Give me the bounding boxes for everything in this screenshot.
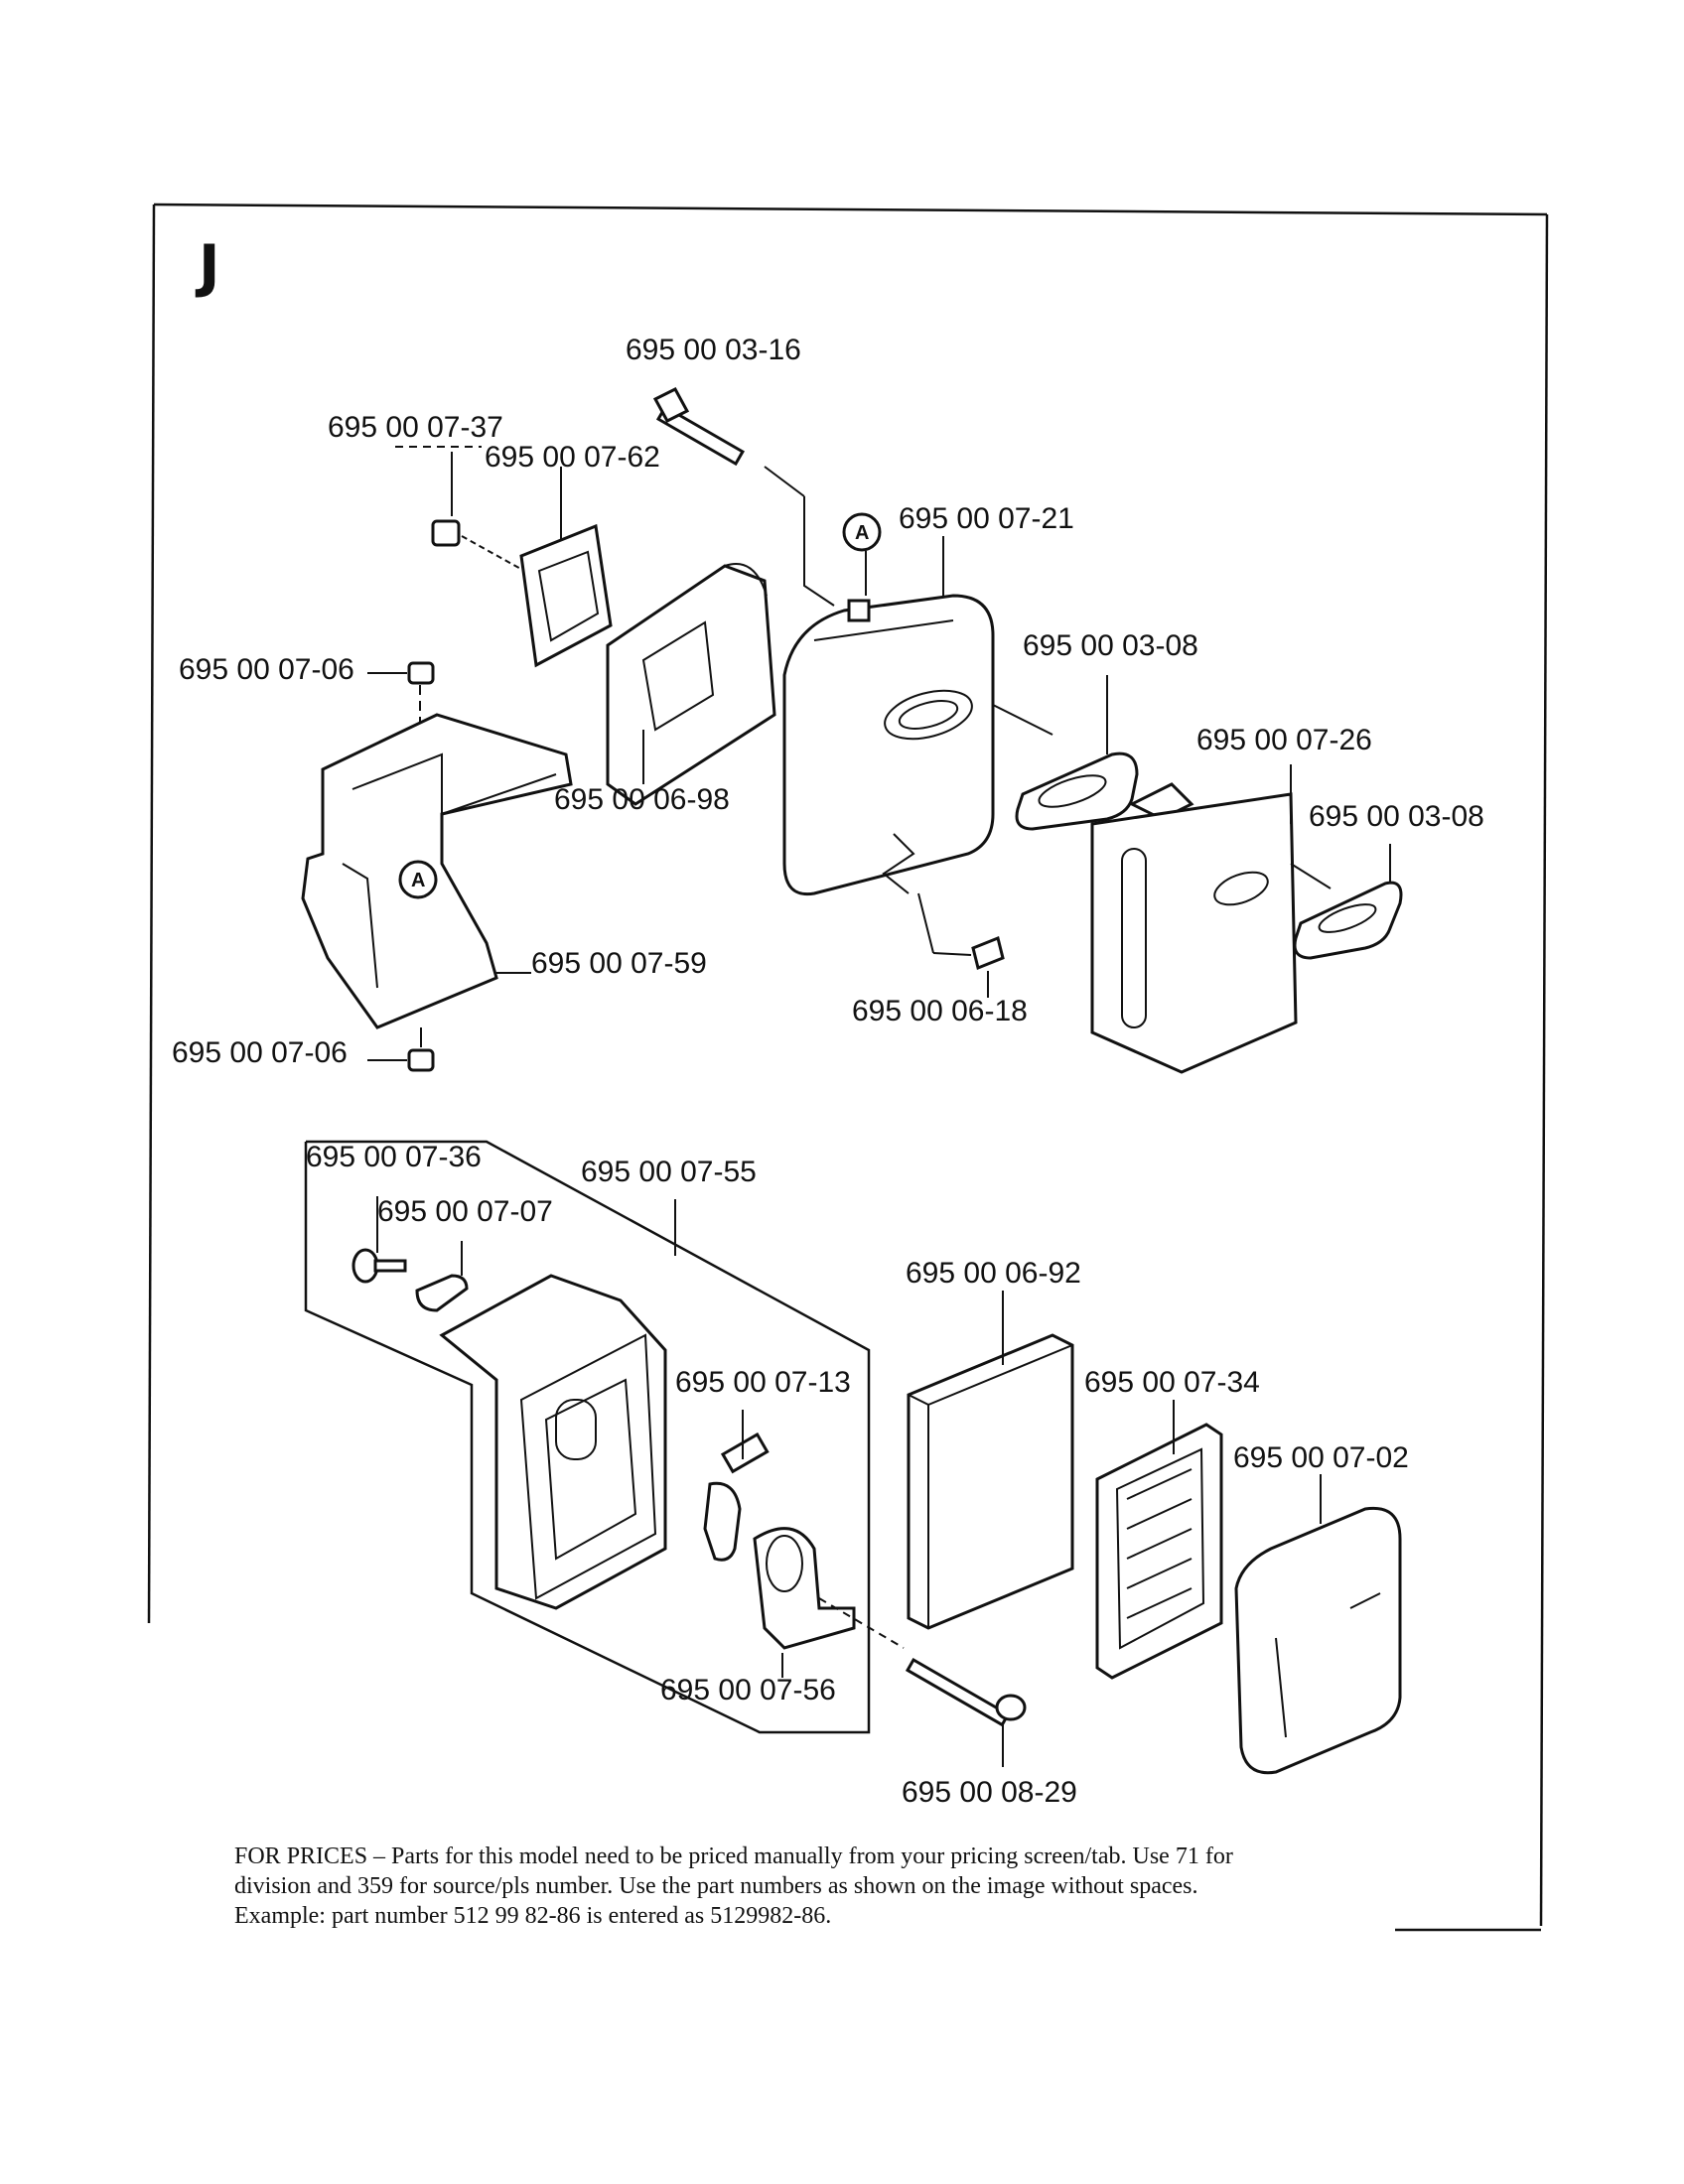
label-695-00-07-26: 695 00 07-26 — [1196, 724, 1372, 756]
pricing-note: FOR PRICES – Parts for this model need t… — [234, 1842, 1406, 1931]
label-695-00-08-29: 695 00 08-29 — [902, 1776, 1077, 1809]
label-695-00-07-07: 695 00 07-07 — [377, 1195, 553, 1228]
nut-07-37-icon — [395, 446, 525, 572]
bracket-07-56-icon — [753, 1527, 856, 1678]
air-cleaner-base-icon — [439, 1274, 667, 1610]
gasket-03-08-a-icon — [992, 675, 1139, 831]
label-695-00-03-16: 695 00 03-16 — [626, 334, 801, 366]
svg-text:A: A — [855, 522, 869, 544]
page-frame — [147, 203, 1549, 1932]
label-695-00-06-98: 695 00 06-98 — [554, 783, 730, 816]
label-695-00-07-62: 695 00 07-62 — [485, 441, 660, 474]
screw-07-36-icon — [351, 1196, 407, 1284]
label-695-00-07-02: 695 00 07-02 — [1233, 1441, 1409, 1474]
section-letter: J — [195, 232, 220, 300]
label-695-00-03-08-b: 695 00 03-08 — [1309, 800, 1484, 833]
label-695-00-07-56: 695 00 07-56 — [660, 1674, 836, 1706]
svg-text:A: A — [411, 870, 425, 891]
label-695-00-07-13: 695 00 07-13 — [675, 1366, 851, 1399]
pricing-note-line-1: FOR PRICES – Parts for this model need t… — [234, 1843, 1233, 1869]
label-695-00-07-06-bottom: 695 00 07-06 — [172, 1036, 348, 1069]
gasket-03-08-b-icon — [1290, 844, 1403, 960]
muffler-body-07-21-icon — [782, 536, 995, 896]
reference-marker-a: A — [842, 512, 882, 552]
air-filter-cover-07-02-icon — [1234, 1474, 1402, 1775]
label-695-00-07-59: 695 00 07-59 — [531, 947, 707, 980]
engine-shroud-07-59-icon — [301, 713, 573, 1029]
flange-plate-07-62-icon — [519, 467, 613, 668]
choke-lever-07-13-icon — [703, 1410, 770, 1562]
label-695-00-07-34: 695 00 07-34 — [1084, 1366, 1260, 1399]
heat-shield-06-98-icon — [606, 563, 776, 806]
label-695-00-07-06-top: 695 00 07-06 — [179, 653, 354, 686]
bolt-07-06-bottom-icon — [367, 1027, 435, 1072]
bolt-03-16-icon — [652, 387, 835, 607]
label-695-00-07-37: 695 00 07-37 — [328, 411, 503, 444]
pricing-note-line-2: division and 359 for source/pls number. … — [234, 1873, 1198, 1899]
pricing-note-line-3: Example: part number 512 99 82-86 is ent… — [234, 1903, 832, 1929]
label-695-00-07-36: 695 00 07-36 — [306, 1141, 482, 1173]
long-screw-08-29-icon — [818, 1597, 1027, 1767]
screw-06-18-icon — [917, 892, 1005, 998]
label-695-00-06-18: 695 00 06-18 — [852, 995, 1028, 1027]
kit-bracket-07-55 — [304, 1140, 871, 1734]
filter-screen-07-34-icon — [1095, 1400, 1223, 1680]
label-695-00-03-08-a: 695 00 03-08 — [1023, 629, 1198, 662]
reference-marker-a-lower: A — [398, 860, 438, 899]
muffler-bracket-07-26-icon — [1090, 764, 1298, 1074]
clip-07-07-icon — [415, 1241, 469, 1312]
label-695-00-07-21: 695 00 07-21 — [899, 502, 1074, 535]
filter-element-06-92-icon — [907, 1291, 1074, 1630]
label-695-00-06-92: 695 00 06-92 — [906, 1257, 1081, 1290]
label-695-00-07-55: 695 00 07-55 — [581, 1156, 757, 1188]
